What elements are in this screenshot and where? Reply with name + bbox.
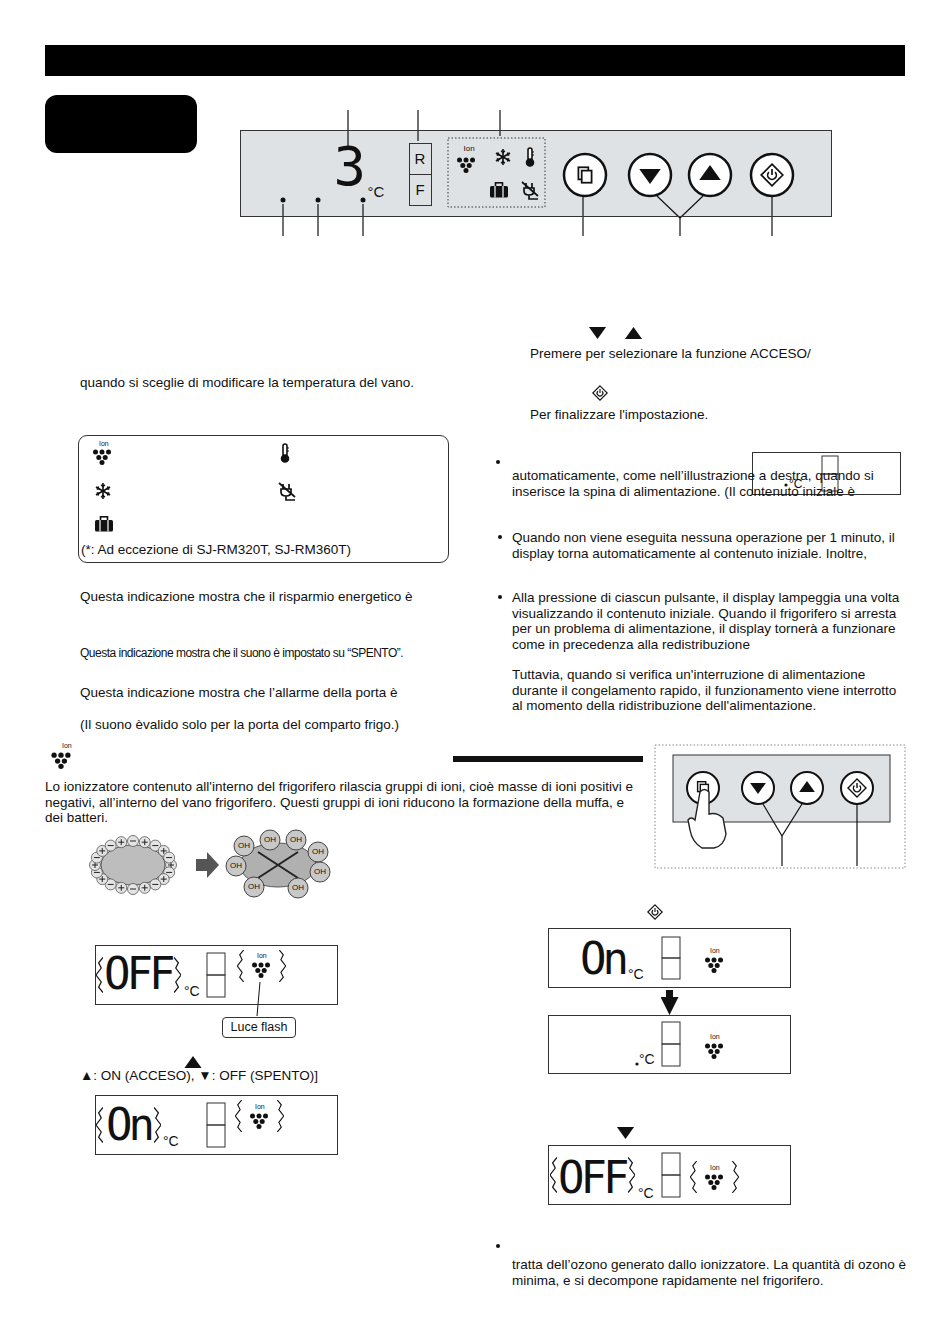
bullet-text: Alla pressione di ciascun pulsante, il d… xyxy=(512,590,912,652)
ion-sign xyxy=(152,845,158,846)
instruction-text: Per finalizzare l'impostazione. xyxy=(530,407,708,423)
icon-label: Ion xyxy=(464,145,475,153)
ion-sign xyxy=(130,889,136,890)
ion-dot xyxy=(164,852,175,863)
bullet-text: tratta dell’ozono generato dallo ionizza… xyxy=(512,1257,910,1288)
note-text: Questa indicazione mostra che il risparm… xyxy=(80,589,412,605)
ion-dot xyxy=(105,840,116,851)
icon-label: Ion xyxy=(255,1103,265,1110)
ion-label: OH xyxy=(248,883,260,891)
ion-sign xyxy=(108,845,114,846)
icon-legend-box: Ion (*: Ad eccezione di SJ-RM320T, SJ-RM3… xyxy=(78,435,449,563)
ion-sign xyxy=(121,885,122,891)
ion-dot xyxy=(116,882,127,893)
display-box: °C Ion xyxy=(548,1015,791,1074)
ion-dot xyxy=(128,836,139,847)
icon-label: Ion xyxy=(710,1164,720,1171)
ion-sign xyxy=(166,872,172,873)
flow-arrow xyxy=(666,990,673,997)
key-text: ▲: ON (ACCESO), ▼: OFF (SPENTO)] xyxy=(80,1068,318,1084)
display-box: OFF °C Ion xyxy=(548,1145,791,1205)
ion-label: OH xyxy=(314,868,326,876)
unit-label: °C xyxy=(163,1134,179,1150)
ion-label: OH xyxy=(264,836,276,844)
unit-label: °C xyxy=(184,984,200,1000)
unit-label: °C xyxy=(628,967,644,983)
ion-sign xyxy=(94,872,100,873)
ion-sign xyxy=(130,841,136,842)
box-label: R xyxy=(410,144,431,174)
icon-label: Ion xyxy=(62,742,72,749)
box-label: F xyxy=(410,175,431,205)
note-text: Questa indicazione mostra che l’allarme … xyxy=(80,685,397,701)
compartment-box: F xyxy=(409,174,432,206)
ion-sign xyxy=(102,876,103,882)
ion-sign xyxy=(152,884,158,885)
ion-sign xyxy=(144,885,145,891)
icon-label: Ion xyxy=(99,440,109,447)
bullet-text: automaticamente, come nell’illustrazione… xyxy=(512,468,910,530)
ion-sign xyxy=(94,857,100,858)
note-text: Questa indicazione mostra che il suono è… xyxy=(80,646,403,662)
ion-dot xyxy=(128,884,139,895)
lcd-readout: On xyxy=(580,937,625,981)
display-box: On°C Ion xyxy=(548,928,791,988)
lcd-readout: 3 xyxy=(334,140,367,194)
ion-label: OH xyxy=(312,848,324,856)
display-box: OFF °C Ion xyxy=(95,945,338,1005)
lcd-readout: On xyxy=(106,1103,151,1147)
ion-sign xyxy=(102,848,103,854)
bullet-text: Quando non viene eseguita nessuna operaz… xyxy=(512,530,912,561)
ion-sign xyxy=(144,839,145,845)
ion-sign xyxy=(166,857,172,858)
box-label: Luce flash xyxy=(223,1018,295,1037)
ion-sign xyxy=(163,876,164,882)
ion-label: OH xyxy=(238,842,250,850)
lcd-readout: OFF xyxy=(104,952,171,996)
ion-sign xyxy=(121,839,122,845)
ion-sign xyxy=(163,848,164,854)
ion-label: OH xyxy=(230,862,242,870)
ion-sign xyxy=(108,884,114,885)
instruction-text: Premere per selezionare la funzione ACCE… xyxy=(530,346,811,362)
display-box: On °C Ion xyxy=(95,1095,338,1155)
body-paragraph: Lo ionizzatore contenuto all'interno del… xyxy=(45,779,635,826)
ion-dot xyxy=(139,837,150,848)
note-text: (Il suono èvalido solo per la porta del … xyxy=(80,717,399,733)
icon-label: Ion xyxy=(257,952,267,959)
icon-label: Ion xyxy=(710,1033,720,1040)
compartment-box: R xyxy=(409,143,432,175)
bullet-text: Tuttavia, quando si verifica un'interruz… xyxy=(512,667,907,714)
instruction-text: quando si sceglie di modificare la tempe… xyxy=(80,375,414,391)
icon-label: Ion xyxy=(710,947,720,954)
ion-dot xyxy=(116,837,127,848)
ion-dot xyxy=(139,882,150,893)
unit-label: (*: Ad eccezione di SJ-RM320T, SJ-RM360T… xyxy=(81,542,351,558)
ion-label: OH xyxy=(292,884,304,892)
unit-label: °C xyxy=(368,184,385,200)
callout-box: Luce flash xyxy=(222,1017,296,1038)
unit-label: °C xyxy=(638,1186,654,1202)
unit-label: °C xyxy=(639,1052,655,1068)
ion-label: OH xyxy=(290,836,302,844)
float-spacer xyxy=(752,499,910,530)
ion-dot xyxy=(150,879,161,890)
control-panel: 3°C Ion RF xyxy=(240,130,832,217)
lcd-readout: OFF xyxy=(558,1156,625,1200)
